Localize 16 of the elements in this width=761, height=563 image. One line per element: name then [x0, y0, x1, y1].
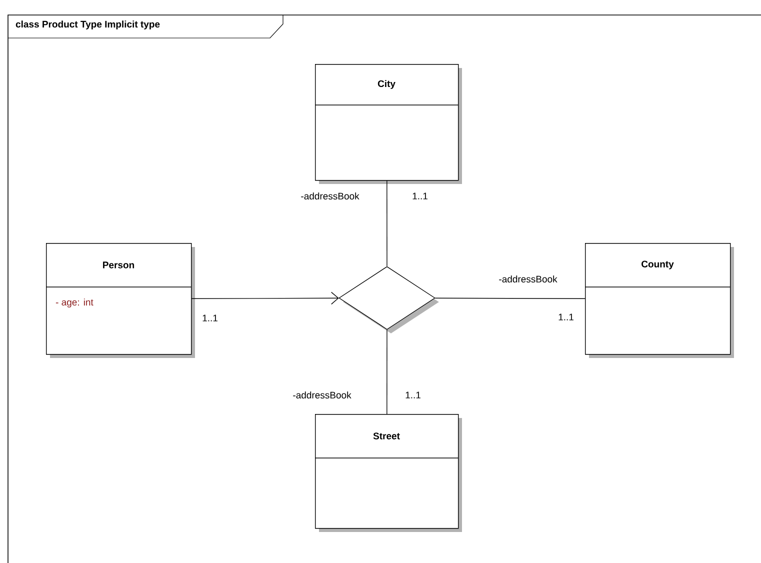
class-box: Person - age: int	[46, 243, 195, 358]
role-label: -addressBook	[300, 192, 360, 200]
class-box: Street	[314, 414, 462, 532]
association-diamond	[338, 266, 439, 334]
role-label: -addressBook	[498, 274, 558, 284]
role-label: 1..1	[201, 314, 219, 322]
class-box: City	[314, 64, 462, 184]
class-box: County	[584, 243, 734, 358]
multiplicity-label: 1..1	[558, 314, 574, 320]
association-line	[434, 298, 586, 299]
association-line	[191, 292, 339, 305]
association-line	[386, 329, 388, 414]
role-label: -addressBook	[292, 390, 352, 400]
association-line	[386, 180, 388, 267]
diagram-title: class Product Type Implicit type	[16, 20, 160, 30]
multiplicity-label: 1..1	[406, 392, 420, 398]
